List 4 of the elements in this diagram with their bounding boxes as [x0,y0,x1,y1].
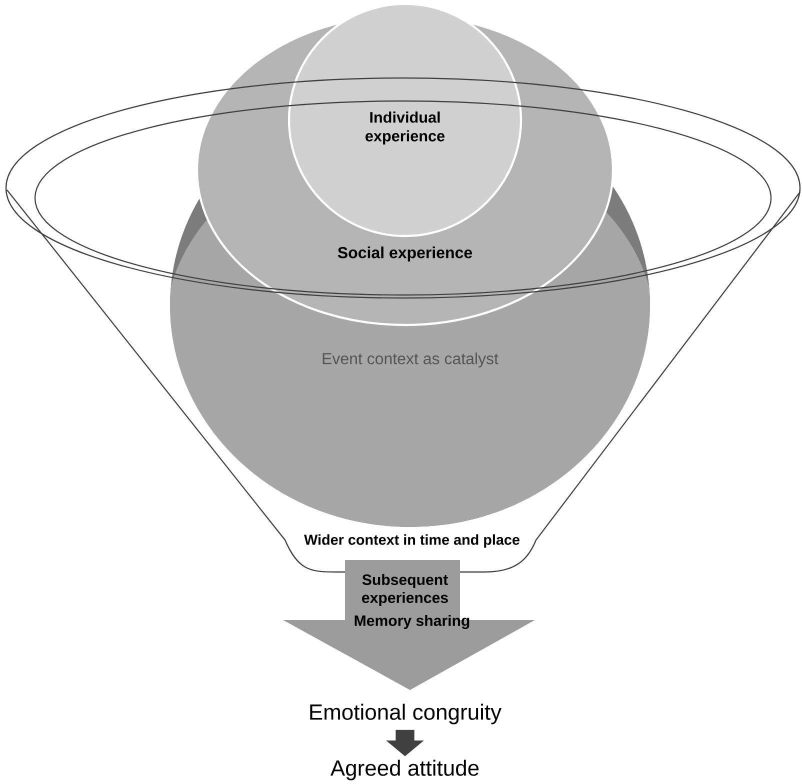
outcome-text: Emotional congruity [310,704,502,724]
node-label: Wider context in time and place [304,534,520,548]
block-arrow [386,730,424,756]
outcome-text: Agreed attitude [330,760,479,780]
